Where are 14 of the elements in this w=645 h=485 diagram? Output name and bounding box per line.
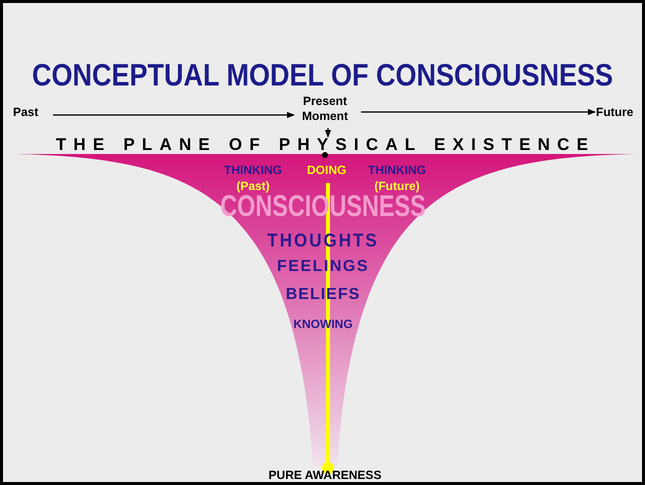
time-label: Past — [13, 103, 47, 121]
diagram-title: CONCEPTUAL MODEL OF CONSCIOUSNESS — [30, 56, 614, 94]
awareness-label: PURE AWARENESS — [255, 466, 395, 482]
time-label: Present Moment — [295, 94, 355, 124]
time-label: Future — [596, 103, 638, 121]
funnel-label: (Future) — [374, 178, 420, 195]
funnel-label: THINKING — [224, 162, 282, 179]
arrow — [53, 112, 295, 118]
funnel-label: (Past) — [236, 178, 270, 195]
awareness-line — [322, 183, 334, 474]
plane-heading: THE PLANE OF PHYSICAL EXISTENCE — [15, 135, 636, 155]
funnel-label: THINKING — [368, 162, 426, 179]
arrow — [361, 108, 596, 116]
arrow — [324, 128, 332, 138]
